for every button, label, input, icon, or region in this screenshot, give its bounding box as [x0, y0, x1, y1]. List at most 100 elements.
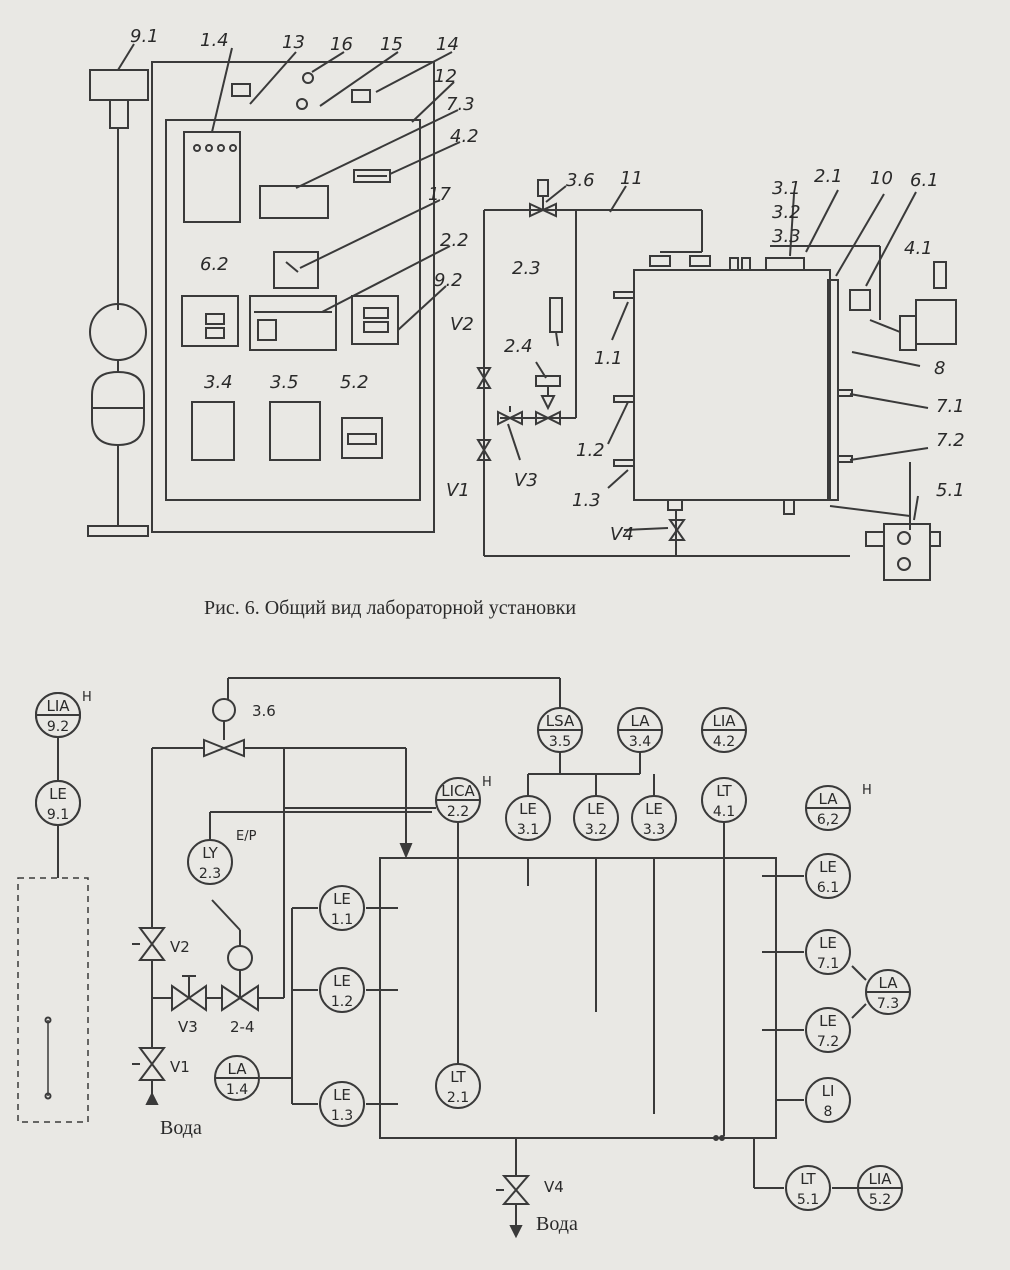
instrument-note: H: [482, 775, 492, 790]
instrument-lia-4-2: LIA 4.2: [701, 707, 747, 753]
general-view-drawing: [87, 43, 957, 581]
gv-label: 7.1: [936, 396, 965, 417]
water-outlet-label: Вода: [536, 1213, 578, 1235]
indicator-17: [273, 251, 319, 289]
instrument-tag: 2.3: [199, 866, 221, 882]
float-ball: [89, 303, 147, 361]
gv-label: 1.4: [200, 30, 229, 51]
instrument-note: E/P: [236, 829, 257, 844]
gv-label: 9.1: [130, 26, 159, 47]
gv-label: V1: [446, 480, 470, 501]
instrument-function: LE: [333, 890, 351, 908]
instrument-function: LT: [800, 1170, 816, 1188]
instrument-function: LY: [202, 844, 218, 862]
gv-label: 5.2: [340, 372, 369, 393]
instrument-lt-5-1: LT5.1: [785, 1165, 831, 1211]
instrument-function: LE: [587, 800, 605, 818]
instrument-tag: 8: [824, 1104, 833, 1120]
gv-label: 1.1: [594, 348, 623, 369]
instrument-tag: 3.4: [629, 734, 651, 750]
instrument-ly-2-3: LY 2.3 E/P: [187, 829, 257, 885]
instrument-la-7-3: LA7.3: [865, 969, 911, 1015]
instrument-tag: 9.1: [47, 807, 69, 823]
instrument-la-3-4: LA 3.4: [617, 707, 663, 753]
instrument-lt-2-1: LT2.1: [435, 1063, 481, 1109]
instrument-tag: 2.2: [447, 804, 469, 820]
gauge-head-9-1: [89, 69, 149, 101]
instrument-tag: 7.2: [817, 1034, 839, 1050]
instrument-function: LIA: [46, 697, 70, 715]
instrument-function: LIA: [868, 1170, 892, 1188]
instrument-le-3-1: LE 3.1: [505, 795, 551, 841]
instrument-function: LE: [819, 934, 837, 952]
gv-label: 2.2: [440, 230, 469, 251]
gv-label: 11: [620, 168, 643, 189]
instrument-function: LE: [333, 1086, 351, 1104]
instrument-tag: 3.3: [643, 822, 665, 838]
instrument-function: LI: [822, 1082, 835, 1100]
gv-label: 16: [330, 34, 353, 55]
gv-label: 14: [436, 34, 459, 55]
instrument-function: LIA: [712, 712, 736, 730]
instrument-tag: 3.5: [549, 734, 571, 750]
instrument-function: LE: [519, 800, 537, 818]
instrument-function: LA: [631, 712, 651, 730]
instrument-function: LA: [228, 1060, 248, 1078]
instrument-le-7-2: LE 7.2: [805, 1007, 851, 1053]
gv-label: 4.2: [450, 126, 479, 147]
instrument-lia-5-2: LIA 5.2: [857, 1165, 903, 1211]
instrument-la-1-4: LA1.4: [214, 1055, 260, 1101]
gv-label: 2.4: [504, 336, 533, 357]
gv-label: 13: [282, 32, 305, 53]
gv-label: 5.1: [936, 480, 965, 501]
instrument-le-9-1: LE9.1: [35, 780, 81, 826]
instrument-le-3-3: LE 3.3: [631, 795, 677, 841]
gv-label: 6.2: [200, 254, 229, 275]
solenoid-3-6-label: 3.6: [252, 702, 276, 720]
gv-label: 6.1: [910, 170, 939, 191]
instrument-function: LA: [819, 790, 839, 808]
instrument-le-1-1: LE 1.1: [319, 885, 365, 931]
gauge-base: [87, 525, 149, 537]
instrument-bubbles: LIA9.2HLE9.1LSA3.5LA3.4LIA4.2LICA2.2HLE3…: [35, 690, 911, 1211]
gv-label: 3.5: [270, 372, 299, 393]
instrument-tag: 6.1: [817, 880, 839, 896]
pump-5-1: [883, 523, 931, 581]
gv-label: 2.1: [814, 166, 843, 187]
gv-label: 1.3: [572, 490, 601, 511]
water-inlet-label: Вода: [160, 1117, 202, 1139]
instrument-le-3-2: LE3.2: [573, 795, 619, 841]
gv-label: 3.1: [772, 178, 801, 199]
instrument-la-6-2: LA6,2H: [805, 783, 872, 831]
pid-scheme: [17, 677, 867, 1239]
instrument-tag: 6,2: [817, 812, 839, 828]
instrument-function: LE: [645, 800, 663, 818]
tank-side-view: [633, 269, 831, 501]
instrument-tag: 1.1: [331, 912, 353, 928]
gv-label: 15: [380, 34, 403, 55]
instrument-tag: 3.1: [517, 822, 539, 838]
gv-label: 3.2: [772, 202, 801, 223]
instrument-le-7-1: LE 7.1: [805, 929, 851, 975]
valve-v3-label: V3: [178, 1018, 198, 1036]
instrument-function: LE: [333, 972, 351, 990]
gv-label: 17: [428, 184, 451, 205]
instrument-function: LE: [819, 1012, 837, 1030]
instrument-function: LT: [450, 1068, 466, 1086]
instrument-note: H: [82, 690, 92, 705]
instrument-tag: 7.1: [817, 956, 839, 972]
valve-v1-label: V1: [170, 1058, 190, 1076]
instrument-tag: 5.2: [869, 1192, 891, 1208]
tank-scheme: [379, 857, 777, 1139]
instrument-function: LT: [716, 782, 732, 800]
gv-label: 3.6: [566, 170, 595, 191]
instrument-tag: 7.3: [877, 996, 899, 1012]
gv-label: 9.2: [434, 270, 463, 291]
valve-2-4-label: 2-4: [230, 1018, 255, 1036]
instrument-tag: 4.2: [713, 734, 735, 750]
gv-label: 12: [434, 66, 457, 87]
gv-label: 7.2: [936, 430, 965, 451]
gv-label: 7.3: [446, 94, 475, 115]
